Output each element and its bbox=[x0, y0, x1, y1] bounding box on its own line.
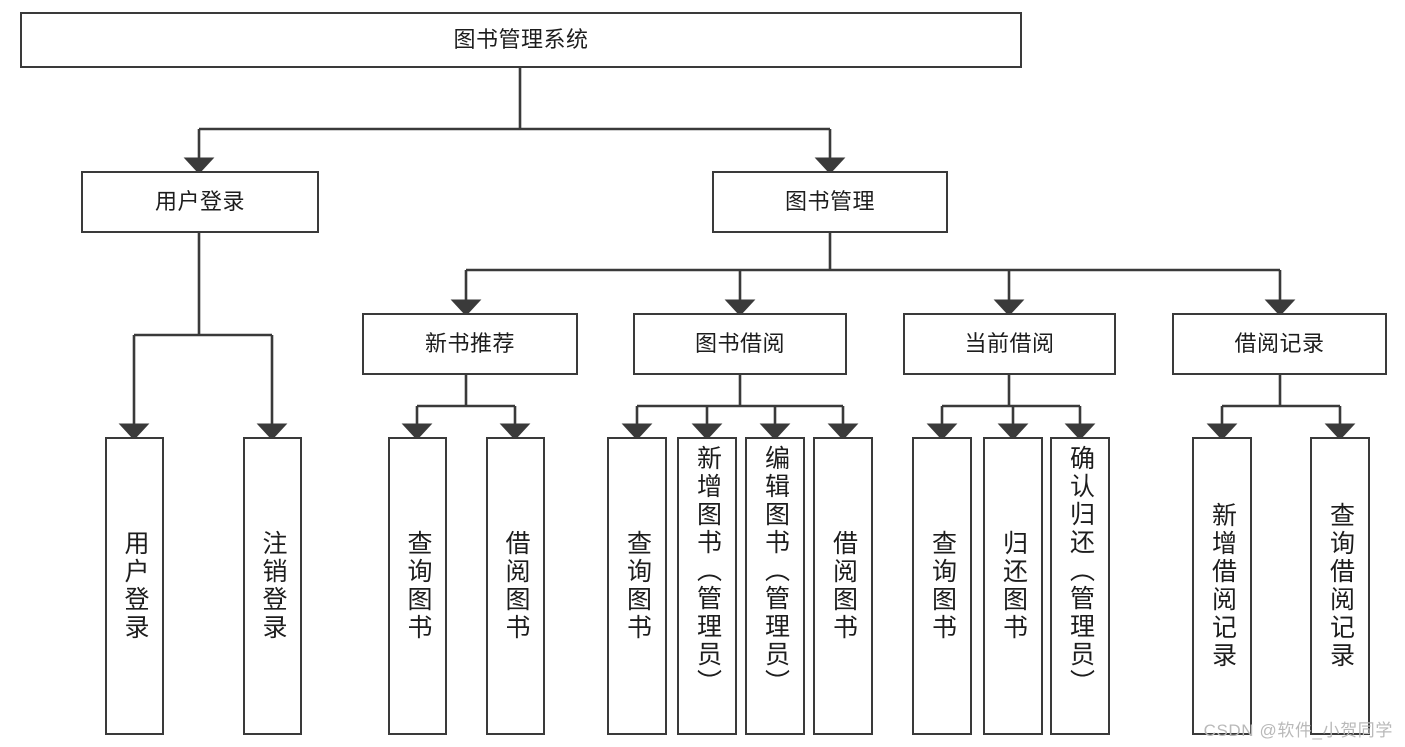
node-book-management[interactable]: 图书管理 bbox=[712, 171, 948, 233]
node-new-book-recommendation[interactable]: 新书推荐 bbox=[362, 313, 578, 375]
node-root[interactable]: 图书管理系统 bbox=[20, 12, 1022, 68]
node-label: 借阅记录 bbox=[1234, 330, 1325, 356]
node-label: 新增借阅记录 bbox=[1208, 502, 1237, 670]
node-label: 图书借阅 bbox=[694, 330, 785, 356]
leaf-user-login-logout[interactable]: 注销登录 bbox=[243, 437, 302, 735]
node-borrow-record[interactable]: 借阅记录 bbox=[1172, 313, 1387, 375]
node-label: 注销登录 bbox=[259, 530, 287, 642]
node-label: 查询借阅记录 bbox=[1326, 502, 1355, 670]
leaf-user-login-login[interactable]: 用户登录 bbox=[105, 437, 164, 735]
node-label: 图书管理系统 bbox=[453, 26, 589, 52]
node-current-borrow[interactable]: 当前借阅 bbox=[903, 313, 1116, 375]
node-label: 归还图书 bbox=[999, 530, 1028, 642]
leaf-record-query-record[interactable]: 查询借阅记录 bbox=[1310, 437, 1370, 735]
node-label: 借阅图书 bbox=[829, 530, 858, 642]
node-label: 编辑图书（管理员） bbox=[761, 445, 790, 697]
node-label: 借阅图书 bbox=[502, 530, 530, 642]
node-label: 新书推荐 bbox=[424, 330, 515, 356]
node-label: 确认归还（管理员） bbox=[1066, 445, 1095, 697]
leaf-record-add-record[interactable]: 新增借阅记录 bbox=[1192, 437, 1252, 735]
leaf-current-query-book[interactable]: 查询图书 bbox=[912, 437, 972, 735]
leaf-borrow-borrow-book[interactable]: 借阅图书 bbox=[813, 437, 873, 735]
leaf-borrow-edit-book[interactable]: 编辑图书（管理员） bbox=[745, 437, 805, 735]
leaf-current-confirm-return[interactable]: 确认归还（管理员） bbox=[1050, 437, 1110, 735]
node-label: 查询图书 bbox=[928, 530, 957, 642]
node-user-login[interactable]: 用户登录 bbox=[81, 171, 319, 233]
node-book-borrow[interactable]: 图书借阅 bbox=[633, 313, 847, 375]
node-label: 用户登录 bbox=[154, 188, 245, 214]
node-label: 新增图书（管理员） bbox=[693, 445, 722, 697]
node-label: 当前借阅 bbox=[964, 330, 1055, 356]
leaf-current-return-book[interactable]: 归还图书 bbox=[983, 437, 1043, 735]
node-label: 查询图书 bbox=[623, 530, 652, 642]
node-label: 查询图书 bbox=[404, 530, 432, 642]
leaf-borrow-add-book[interactable]: 新增图书（管理员） bbox=[677, 437, 737, 735]
watermark: CSDN @软件_小贺同学 bbox=[1203, 721, 1393, 740]
leaf-new-book-query[interactable]: 查询图书 bbox=[388, 437, 447, 735]
node-label: 图书管理 bbox=[784, 188, 875, 214]
leaf-borrow-query-book[interactable]: 查询图书 bbox=[607, 437, 667, 735]
leaf-new-book-borrow[interactable]: 借阅图书 bbox=[486, 437, 545, 735]
node-label: 用户登录 bbox=[121, 530, 149, 642]
